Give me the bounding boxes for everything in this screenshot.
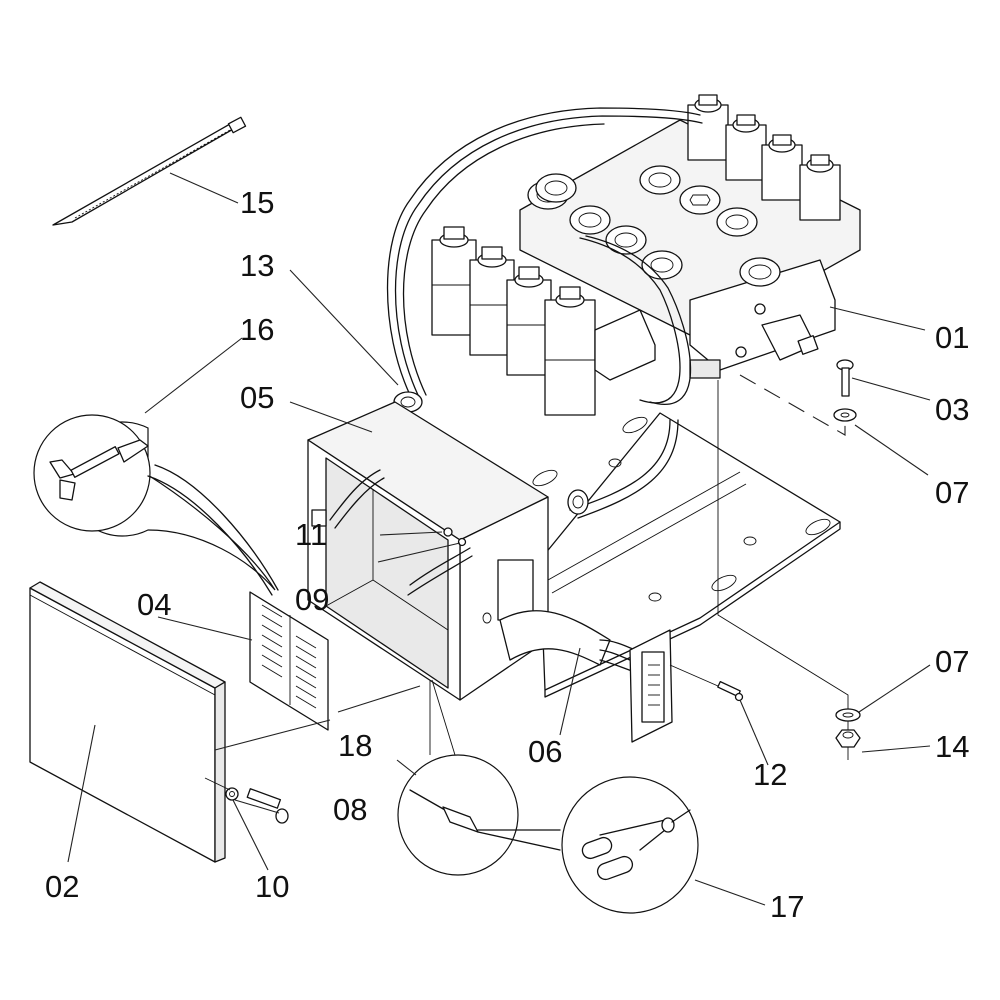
- callout-10: 10: [255, 869, 289, 904]
- callout-18: 18: [338, 728, 372, 763]
- bolt-assembly-upper: [739, 359, 857, 436]
- callout-labels: 15 13 16 05 11 09 04 01 03 07 07 14 12 0…: [45, 185, 969, 924]
- side-grommet: [567, 489, 589, 515]
- callout-14: 14: [935, 729, 969, 764]
- bolt-assembly-lower: [835, 708, 861, 748]
- solenoid-valve-block: [431, 94, 861, 416]
- mounting-plate: [532, 380, 849, 760]
- callout-12: 12: [753, 757, 787, 792]
- callout-06: 06: [528, 734, 562, 769]
- connector-screw: [669, 664, 744, 702]
- detail-17-flat-receptacle: [561, 776, 699, 914]
- terminal-block: [249, 591, 329, 731]
- callout-03: 03: [935, 392, 969, 427]
- junction-box-cover: [29, 581, 226, 863]
- callout-13: 13: [240, 248, 274, 283]
- callout-07-upper: 07: [935, 475, 969, 510]
- relief-valve: [735, 303, 819, 361]
- callout-02: 02: [45, 869, 79, 904]
- callout-05: 05: [240, 380, 274, 415]
- callout-09: 09: [295, 582, 329, 617]
- multi-pin-connector: [629, 629, 673, 743]
- rear-solenoids: [687, 94, 841, 221]
- wiring-harness-upper: [386, 107, 703, 519]
- port-fittings: [527, 165, 781, 287]
- cable-tie: [52, 116, 247, 226]
- callout-04: 04: [137, 587, 171, 622]
- detail-18-wire-connector: [397, 679, 561, 876]
- callout-15: 15: [240, 185, 274, 220]
- callout-01: 01: [935, 320, 969, 355]
- wiring-harness: [499, 610, 636, 673]
- callout-16: 16: [240, 312, 274, 347]
- detail-16-terminal-pin: [33, 414, 279, 596]
- callout-07-lower: 07: [935, 644, 969, 679]
- leader-lines: [67, 172, 931, 906]
- front-solenoids: [431, 226, 656, 416]
- callout-08: 08: [333, 792, 367, 827]
- callout-11: 11: [295, 517, 327, 552]
- callout-17: 17: [770, 889, 804, 924]
